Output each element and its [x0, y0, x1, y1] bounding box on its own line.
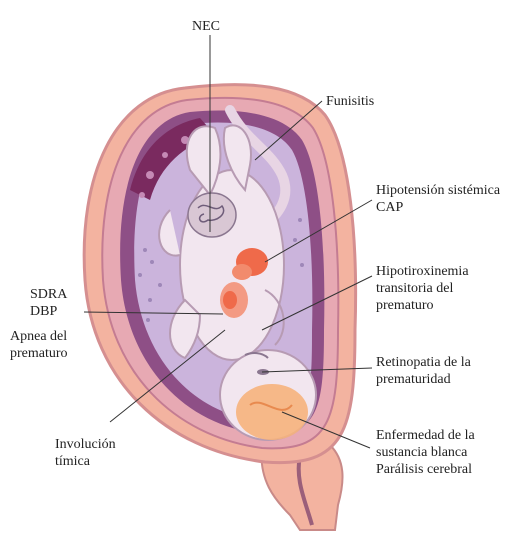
label-funisitis: Funisitis	[326, 93, 374, 110]
label-nec: NEC	[192, 18, 220, 35]
label-hipotiroxinemia: Hipotiroxinemia transitoria del prematur…	[376, 263, 469, 314]
label-apnea: Apnea del prematuro	[10, 328, 68, 362]
label-hipotension: Hipotensión sistémica CAP	[376, 182, 500, 216]
label-involucion: Involución tímica	[55, 436, 116, 470]
label-enfermedad: Enfermedad de la sustancia blanca Paráli…	[376, 427, 475, 478]
label-sdra: SDRA DBP	[30, 286, 67, 320]
label-retinopatia: Retinopatia de la prematuridad	[376, 354, 471, 388]
